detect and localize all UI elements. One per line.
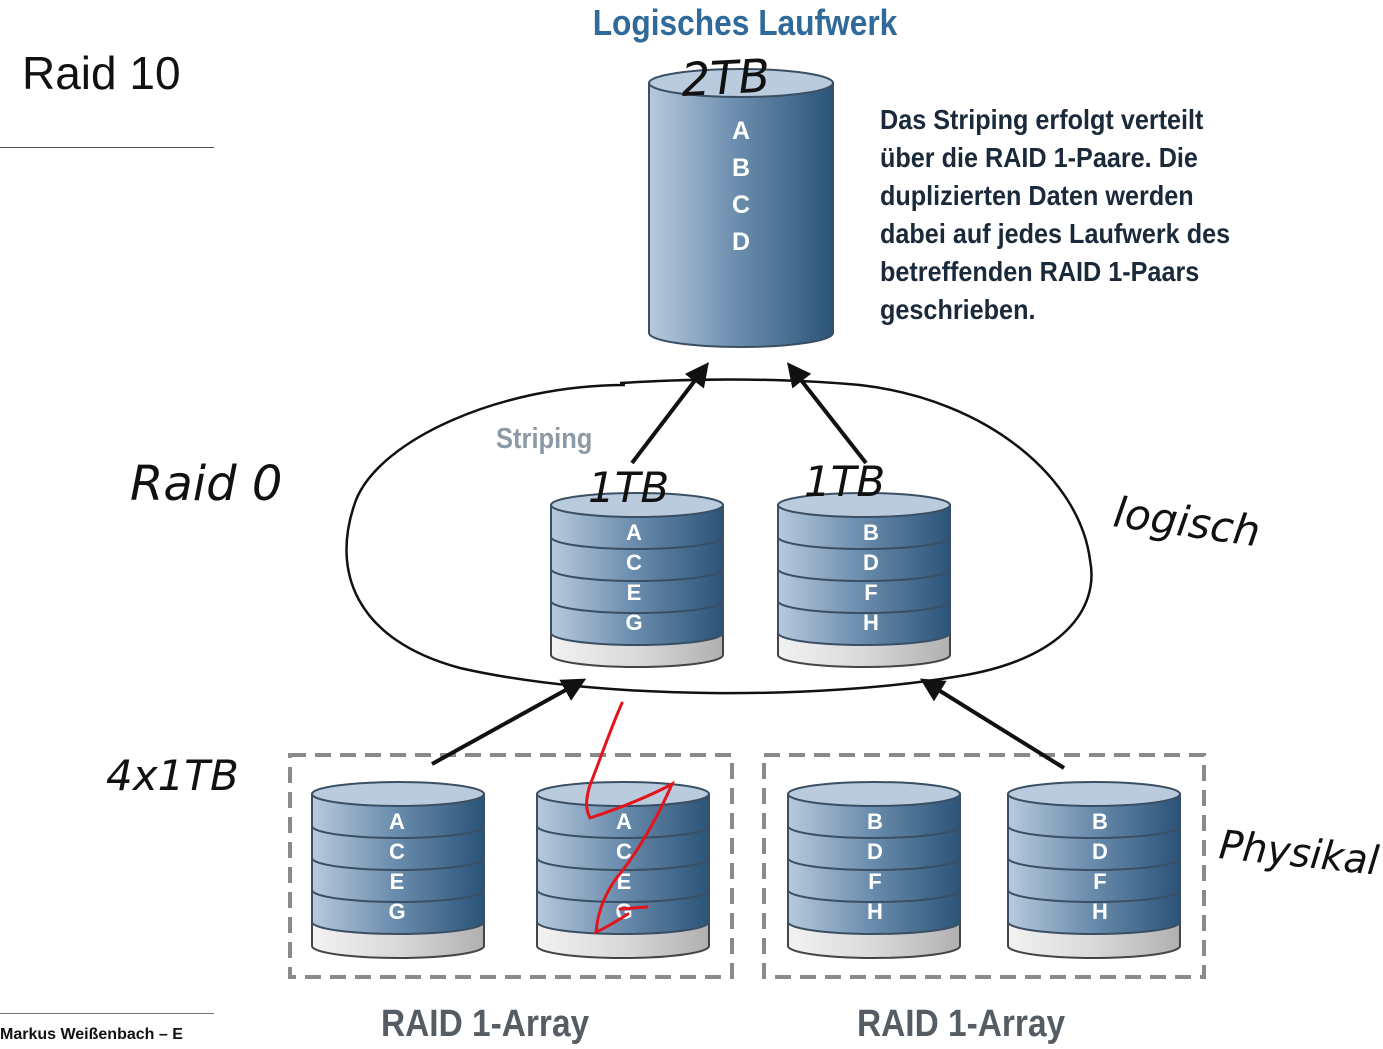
logical-letter: D [732, 228, 750, 256]
physical-4-letter: B [1092, 809, 1108, 834]
striping-description: Das Striping erfolgt verteilt über die R… [880, 101, 1312, 329]
stripe-left-letter: E [627, 580, 642, 605]
physical-2-letter: A [616, 809, 632, 834]
stripe-left-letter: A [626, 520, 642, 545]
note-disks: 4x1TB [106, 751, 239, 800]
logical-drive: A B C D [648, 68, 834, 348]
arrow-drive4-to-stripe-right [919, 678, 1066, 770]
note-raid0: Raid 0 [130, 456, 282, 512]
note-logical-capacity: 2TB [680, 48, 772, 107]
physical-4-letter: D [1092, 839, 1108, 864]
logical-letter: A [732, 117, 750, 145]
striping-label: Striping [496, 423, 593, 455]
arrow-stripe-left-to-logical [630, 362, 709, 465]
failure-mark-tick [618, 905, 649, 911]
note-stripe-capacity-right: 1TB [804, 457, 885, 506]
stripe-right-letter: D [863, 550, 879, 575]
physical-drive-1: A C E G [311, 781, 485, 959]
physical-drive-4: B D F H [1007, 781, 1181, 959]
stripe-drive-left: A C E G [550, 492, 724, 668]
description-line: duplizierten Daten werden [880, 180, 1194, 211]
stripe-left-letter: G [625, 610, 642, 635]
physical-4-letter: F [1093, 869, 1106, 894]
note-stripe-capacity-left: 1TB [588, 463, 669, 512]
raid1-array-box-right [762, 753, 1206, 979]
logical-letter: B [732, 154, 750, 182]
physical-drive-3: B D F H [787, 781, 961, 959]
footer-divider [0, 1013, 214, 1014]
physical-1-letter: G [388, 899, 405, 924]
physical-3-letter: B [867, 809, 883, 834]
note-physikal: Physikal [1217, 822, 1381, 884]
physical-2-letter: E [617, 869, 632, 894]
description-line: Das Striping erfolgt verteilt [880, 104, 1204, 135]
raid1-array-label-right: RAID 1-Array [857, 1003, 1066, 1045]
stripe-right-letter: F [864, 580, 877, 605]
failure-mark [585, 701, 676, 935]
footer-author: Markus Weißenbach – E [0, 1026, 183, 1043]
description-line: betreffenden RAID 1-Paars [880, 256, 1200, 287]
stripe-right-letter: H [863, 610, 879, 635]
physical-1-letter: E [390, 869, 405, 894]
physical-3-letter: H [867, 899, 883, 924]
description-line: über die RAID 1-Paare. Die [880, 142, 1198, 173]
stripe-right-letter: B [863, 520, 879, 545]
logical-letter: C [732, 191, 750, 219]
physical-3-letter: D [867, 839, 883, 864]
description-line: dabei auf jedes Laufwerk des [880, 218, 1231, 249]
physical-3-letter: F [868, 869, 881, 894]
physical-1-letter: C [389, 839, 405, 864]
handwritten-raid0-circle [345, 378, 1093, 695]
raid1-array-box-left [288, 753, 734, 979]
stripe-drive-right: B D F H [777, 492, 951, 668]
slide-title: Raid 10 [22, 47, 181, 99]
physical-2-letter: C [616, 839, 632, 864]
physical-1-letter: A [389, 809, 405, 834]
description-line: geschrieben. [880, 294, 1036, 325]
physical-4-letter: H [1092, 899, 1108, 924]
arrow-drive1-to-stripe-left [431, 678, 587, 766]
note-logisch: logisch [1111, 487, 1264, 556]
logical-drive-heading: Logisches Laufwerk [592, 2, 898, 43]
title-divider [0, 147, 214, 148]
stripe-left-letter: C [626, 550, 642, 575]
raid1-array-label-left: RAID 1-Array [381, 1003, 590, 1045]
